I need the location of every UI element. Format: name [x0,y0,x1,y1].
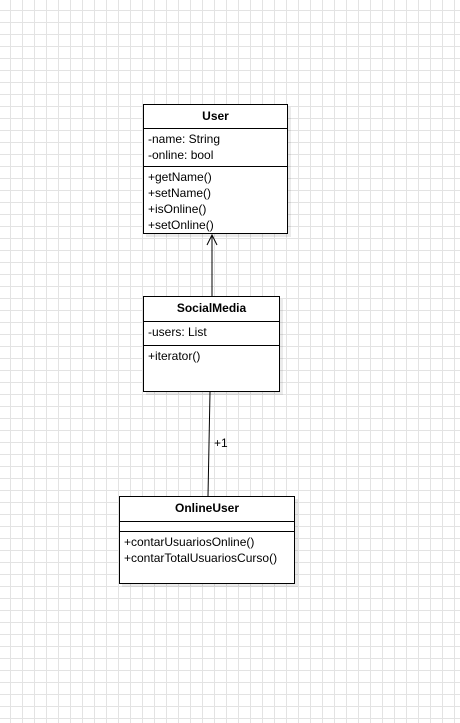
method: +getName() [148,170,212,184]
method: +isOnline() [148,202,207,216]
class-name: User [144,105,287,129]
attribute: -name: String [148,132,221,146]
method: +iterator() [148,349,201,363]
attributes-compartment [120,522,294,532]
method: +setName() [148,186,212,200]
method: +contarUsuariosOnline() [124,535,255,549]
methods-compartment: +iterator() [144,346,279,391]
attribute: -online: bool [148,148,214,162]
association-socialmedia-onlineuser [207,391,211,497]
methods-compartment: +contarUsuariosOnline() +contarTotalUsua… [120,532,294,583]
class-onlineuser[interactable]: OnlineUser +contarUsuariosOnline() +cont… [119,496,295,584]
attributes-compartment: -name: String -online: bool [144,129,287,167]
open-arrow-icon [206,233,218,246]
attributes-compartment: -users: List [144,322,279,346]
attribute: -users: List [148,325,207,339]
multiplicity-label: +1 [214,436,228,450]
class-user[interactable]: User -name: String -online: bool +getNam… [143,104,288,234]
class-name: SocialMedia [144,297,279,322]
method: +setOnline() [148,218,214,232]
class-name: OnlineUser [120,497,294,522]
method: +contarTotalUsuariosCurso() [124,551,278,565]
class-socialmedia[interactable]: SocialMedia -users: List +iterator() [143,296,280,392]
methods-compartment: +getName() +setName() +isOnline() +setOn… [144,167,287,233]
